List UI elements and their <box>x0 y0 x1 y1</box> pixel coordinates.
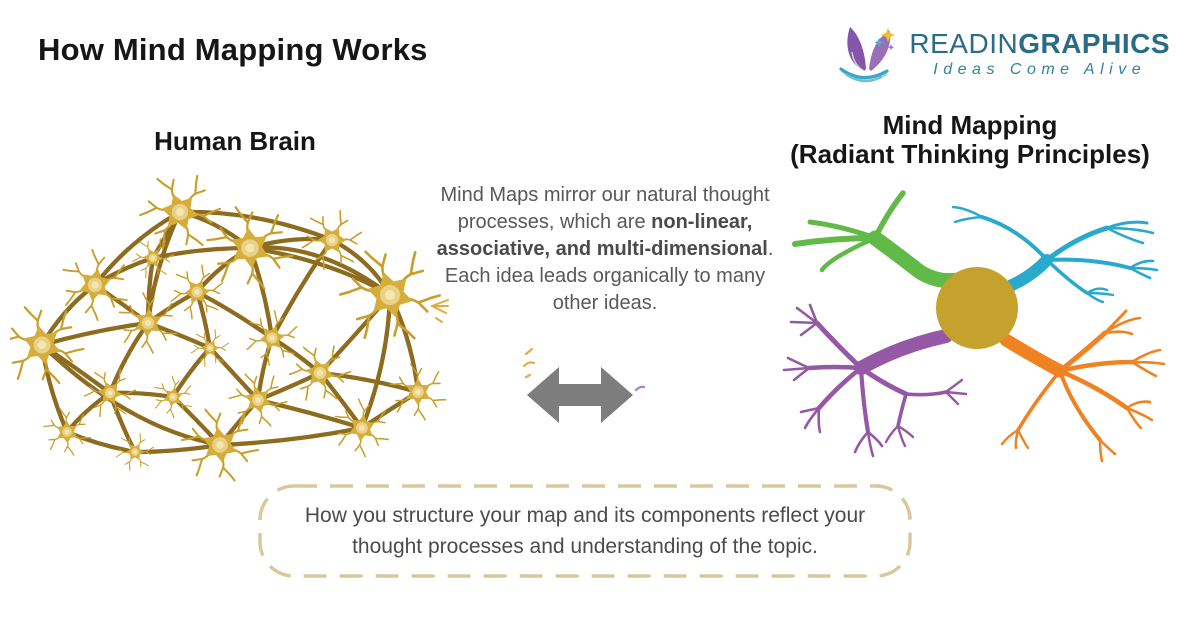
book-butterfly-icon <box>833 18 905 90</box>
bottom-note-text: How you structure your map and its compo… <box>304 504 866 558</box>
brand-wordmark: READINGRAPHICS <box>909 29 1170 58</box>
mind-mapping-heading-line1: Mind Mapping <box>882 110 1058 140</box>
brand-name-bold: GRAPHICS <box>1018 27 1170 59</box>
center-description: Mind Maps mirror our natural thought pro… <box>436 182 774 317</box>
center-description-bold: non-linear, associative, and multi-dimen… <box>436 211 768 260</box>
bottom-note-border <box>258 484 912 578</box>
human-brain-heading: Human Brain <box>154 126 316 156</box>
human-brain-illustration <box>10 170 460 495</box>
mindmap-branch-purple <box>782 303 968 458</box>
neural-fibers <box>39 209 421 455</box>
mindmap-branch-orange <box>999 309 1166 463</box>
sparkle-icon <box>431 299 449 323</box>
mind-mapping-heading: Mind Mapping (Radiant Thinking Principle… <box>755 111 1185 169</box>
mind-mapping-heading-line2: (Radiant Thinking Principles) <box>790 139 1150 169</box>
double-headed-arrow-icon <box>527 367 633 423</box>
brand-tagline: Ideas Come Alive <box>933 61 1147 79</box>
mindmap-branch-green <box>792 190 966 289</box>
mind-map-illustration <box>782 190 1166 463</box>
sparkle-icon <box>522 347 536 379</box>
brand-logo: READINGRAPHICS Ideas Come Alive <box>833 18 1170 90</box>
center-description-before: Mind Maps mirror our natural thought pro… <box>440 184 770 233</box>
brand-name-regular: READIN <box>909 27 1019 59</box>
bottom-note: How you structure your map and its compo… <box>258 484 912 578</box>
center-description-after: . Each idea leads organically to many ot… <box>444 238 774 314</box>
mindmap-branch-teal <box>951 205 1159 304</box>
speck-icon <box>634 385 646 392</box>
page-title: How Mind Mapping Works <box>38 32 428 67</box>
mindmap-central-node <box>936 267 1018 349</box>
brand-wordmark-block: READINGRAPHICS Ideas Come Alive <box>909 29 1170 79</box>
